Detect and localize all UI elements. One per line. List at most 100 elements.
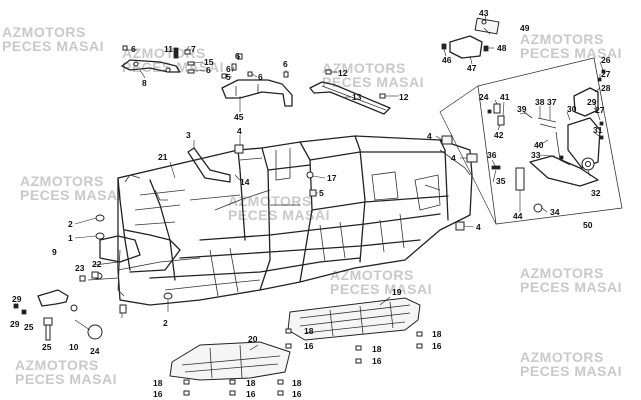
callout-37: 37 xyxy=(547,97,557,107)
callout-4: 4 xyxy=(451,153,456,163)
callout-27: 27 xyxy=(601,69,611,79)
callout-6: 6 xyxy=(283,59,288,69)
callout-49: 49 xyxy=(520,23,530,33)
callout-12: 12 xyxy=(399,92,409,102)
callout-25: 25 xyxy=(42,342,52,352)
callout-30: 30 xyxy=(567,104,577,114)
callout-12: 12 xyxy=(338,68,348,78)
callout-16: 16 xyxy=(372,356,382,366)
callout-labels: 6 8 11 7 15 6 6 6 5 6 6 45 12 13 12 4 3 … xyxy=(10,8,611,399)
callout-14: 14 xyxy=(240,177,250,187)
callout-38: 38 xyxy=(535,97,545,107)
watermark-line2: PECES MASAI xyxy=(330,281,432,297)
watermark-line2: PECES MASAI xyxy=(15,371,117,387)
watermark-group: AZMOTORS PECES MASAI AZMOTORS PECES MASA… xyxy=(2,24,622,387)
callout-6: 6 xyxy=(258,72,263,82)
watermark-line2: PECES MASAI xyxy=(20,187,122,203)
bolt-6a xyxy=(122,45,128,51)
callout-3: 3 xyxy=(186,130,191,140)
callout-20: 20 xyxy=(248,334,258,344)
callout-36: 36 xyxy=(487,150,497,160)
callout-43: 43 xyxy=(479,8,489,18)
watermark-line1: AZMOTORS xyxy=(122,45,206,61)
callout-21: 21 xyxy=(158,152,168,162)
watermark-line1: AZMOTORS xyxy=(20,173,104,189)
callout-41: 41 xyxy=(500,92,510,102)
callout-6: 6 xyxy=(131,44,136,54)
watermark-line2: PECES MASAI xyxy=(2,38,104,54)
parts-43-49-group xyxy=(441,17,500,59)
hitch-parts xyxy=(13,271,103,341)
callout-27: 27 xyxy=(595,105,605,115)
callout-16: 16 xyxy=(292,389,302,399)
callout-9: 9 xyxy=(52,247,57,257)
watermark-line1: AZMOTORS xyxy=(322,60,406,76)
callout-15: 15 xyxy=(204,57,214,67)
callout-6: 6 xyxy=(235,51,240,61)
callout-45: 45 xyxy=(234,112,244,122)
callout-31: 31 xyxy=(593,125,603,135)
callout-6: 6 xyxy=(226,64,231,74)
callout-18: 18 xyxy=(304,326,314,336)
callout-16: 16 xyxy=(304,341,314,351)
callout-47: 47 xyxy=(467,63,477,73)
callout-25: 25 xyxy=(24,322,34,332)
callout-29: 29 xyxy=(12,294,22,304)
callout-18: 18 xyxy=(153,378,163,388)
callout-16: 16 xyxy=(246,389,256,399)
callout-10: 10 xyxy=(69,342,79,352)
watermark-line2: PECES MASAI xyxy=(322,74,424,90)
callout-4: 4 xyxy=(237,126,242,136)
inset-panel-50 xyxy=(439,57,623,225)
callout-50: 50 xyxy=(583,220,593,230)
callout-44: 44 xyxy=(513,211,523,221)
rail-13 xyxy=(309,69,391,115)
watermark-line1: AZMOTORS xyxy=(2,24,86,40)
bracket-8 xyxy=(121,59,181,73)
callout-5: 5 xyxy=(226,72,231,82)
callout-39: 39 xyxy=(517,104,527,114)
callout-8: 8 xyxy=(142,78,147,88)
callout-13: 13 xyxy=(352,92,362,102)
callout-4: 4 xyxy=(427,131,432,141)
watermark-line2: PECES MASAI xyxy=(122,59,224,75)
callout-29: 29 xyxy=(587,97,597,107)
skid-plate-20 xyxy=(169,341,291,381)
callout-35: 35 xyxy=(496,176,506,186)
callout-32: 32 xyxy=(591,188,601,198)
watermark-line2: PECES MASAI xyxy=(520,45,622,61)
callout-6: 6 xyxy=(206,65,211,75)
leader-lines xyxy=(74,13,604,351)
watermark-line1: AZMOTORS xyxy=(520,265,604,281)
callout-19: 19 xyxy=(392,287,402,297)
callout-26: 26 xyxy=(601,55,611,65)
bolt-15 xyxy=(187,61,195,66)
nuts-16-18 xyxy=(183,328,423,396)
watermark-line2: PECES MASAI xyxy=(228,207,330,223)
callout-42: 42 xyxy=(494,130,504,140)
callout-18: 18 xyxy=(432,329,442,339)
callout-18: 18 xyxy=(372,344,382,354)
callout-24: 24 xyxy=(479,92,489,102)
callout-1: 1 xyxy=(68,233,73,243)
callout-11: 11 xyxy=(164,44,173,54)
callout-48: 48 xyxy=(497,43,507,53)
callout-18: 18 xyxy=(246,378,256,388)
callout-7: 7 xyxy=(191,44,196,54)
callout-29: 29 xyxy=(10,319,20,329)
watermark-line2: PECES MASAI xyxy=(520,279,622,295)
callout-23: 23 xyxy=(75,263,85,273)
callout-28: 28 xyxy=(601,83,611,93)
callout-18: 18 xyxy=(292,378,302,388)
callout-22: 22 xyxy=(92,259,102,269)
misc-parts xyxy=(93,135,501,314)
callout-16: 16 xyxy=(432,341,442,351)
callout-4: 4 xyxy=(476,222,481,232)
callout-5: 5 xyxy=(319,188,324,198)
watermark-line1: AZMOTORS xyxy=(330,267,414,283)
nut-7 xyxy=(184,49,191,55)
main-frame xyxy=(87,135,473,306)
bolt-6b xyxy=(187,69,195,74)
